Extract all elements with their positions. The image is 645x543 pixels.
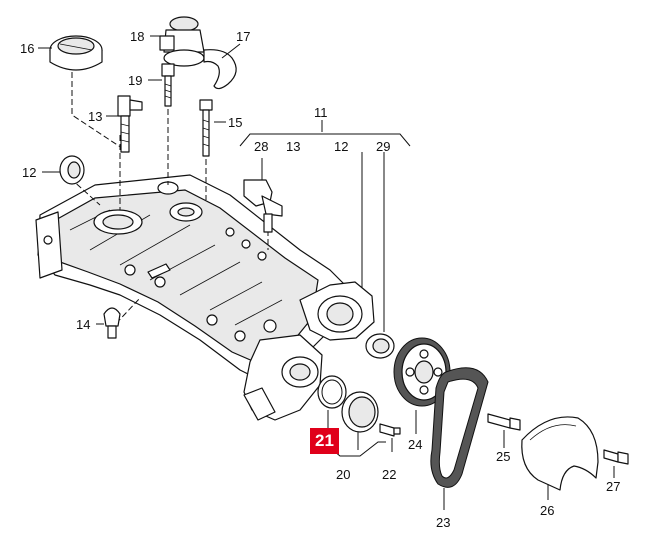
breather-hose [203,49,237,90]
callout-21-highlighted[interactable]: 21 [310,428,339,454]
bolt-27 [603,449,629,465]
bolt-25 [487,413,521,431]
callout-19: 19 [128,73,143,88]
callout-13-bracket: 13 [286,139,301,154]
leader-lines [38,35,615,510]
breather-valve [159,16,205,67]
callout-27: 27 [606,479,621,494]
seal-29 [365,333,395,359]
callout-28: 28 [254,139,269,154]
callout-23: 23 [436,515,451,530]
oil-filler-cap [49,35,103,71]
callout-25: 25 [496,449,511,464]
toothed-belt [430,367,489,488]
seal-12 [59,155,85,185]
callout-16: 16 [20,41,35,56]
bolt-15 [199,99,213,157]
callout-15: 15 [228,115,243,130]
callout-22: 22 [382,467,397,482]
bolt-19 [161,63,175,107]
cover-20 [341,391,379,433]
o-ring-21 [317,375,347,409]
callout-29: 29 [376,139,391,154]
solenoid-13 [117,95,143,153]
callout-24: 24 [408,437,423,452]
sensor-28 [243,179,283,233]
callout-12-left: 12 [22,165,37,180]
callout-26: 26 [540,503,555,518]
timing-belt-cover [521,416,599,491]
callout-12-bracket: 12 [334,139,349,154]
callout-13-top: 13 [88,109,103,124]
bolt-22 [379,423,401,437]
callout-11: 11 [314,105,328,120]
plug-14 [103,307,121,339]
callout-18: 18 [130,29,145,44]
callout-17: 17 [236,29,251,44]
callout-20: 20 [336,467,351,482]
callout-14: 14 [76,317,91,332]
